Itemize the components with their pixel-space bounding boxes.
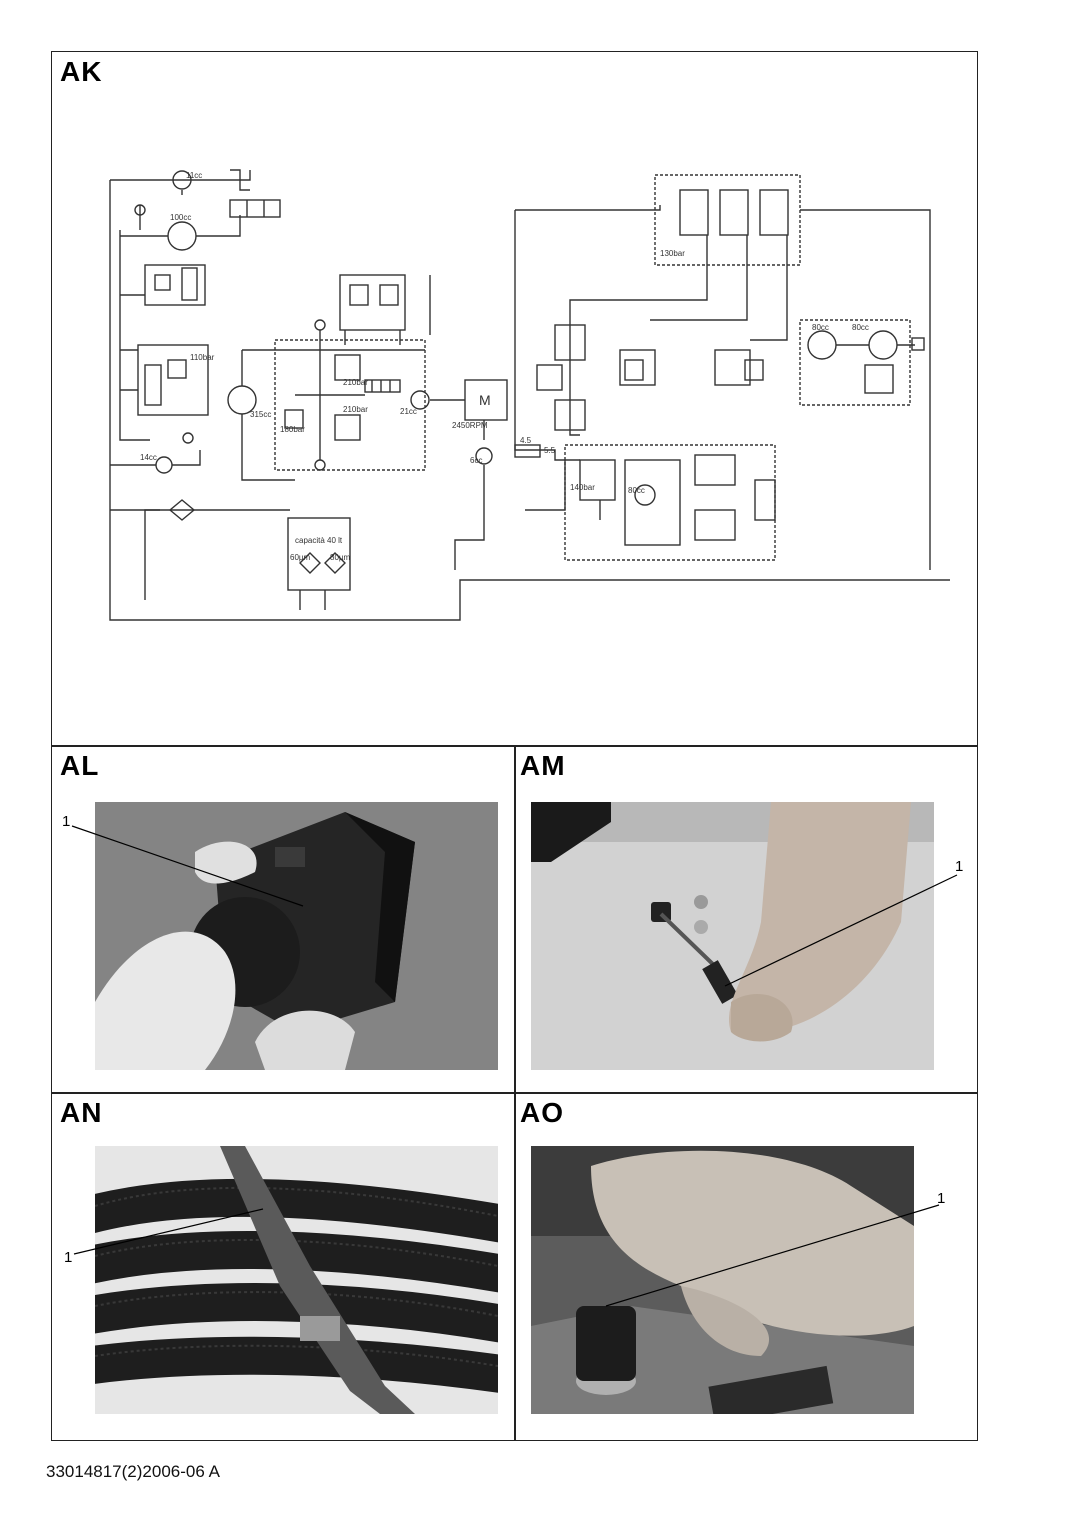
label-6cc: 6cc [470,456,482,465]
document-code: 33014817(2)2006-06 A [46,1462,220,1481]
panel-label-an: AN [60,1097,103,1128]
label-210bar-a: 210bar [343,378,368,387]
label-21cc: 21cc [400,407,417,416]
photo-am [531,802,934,1070]
callout-am: 1 [955,858,964,875]
callout-an: 1 [64,1249,73,1266]
label-110bar: 110bar [190,353,215,362]
label-130bar: 130bar [660,249,685,258]
label-motor: M [479,392,491,408]
label-60um: 60µm [290,553,311,562]
callout-al: 1 [62,813,71,830]
photo-ao [531,1146,914,1414]
panel-al-frame [51,745,516,1094]
label-2450rpm: 2450RPM [452,421,488,430]
label-100cc: 100cc [170,213,191,222]
label-180bar: 180bar [280,425,305,434]
panel-ao-frame [514,1092,978,1441]
label-80cc-c: 80cc [628,486,645,495]
photo-al [95,802,498,1070]
label-11cc: 11cc [186,171,202,180]
label-140bar: 140bar [570,483,595,492]
hydraulic-schematic: 11cc 100cc 110bar 315cc 210bar 210bar 21… [109,169,950,621]
label-80cc-b: 80cc [852,323,869,332]
panel-label-am: AM [520,750,566,781]
panel-label-ao: AO [520,1097,564,1128]
label-315cc: 315cc [250,410,271,419]
label-80um: 80µm [330,553,351,562]
label-14cc: 14cc [140,453,157,462]
callout-ao: 1 [937,1190,946,1207]
label-80cc-a: 80cc [812,323,829,332]
photo-an [95,1146,498,1414]
label-capacity: capacità 40 lt [295,536,343,545]
label-5-5: 5.5 [544,446,556,455]
panel-am-frame [514,745,978,1094]
panel-label-al: AL [60,750,100,781]
label-4-5: 4.5 [520,436,532,445]
panel-an-frame [51,1092,516,1441]
label-210bar-b: 210bar [343,405,368,414]
panel-label-ak: AK [60,56,103,87]
